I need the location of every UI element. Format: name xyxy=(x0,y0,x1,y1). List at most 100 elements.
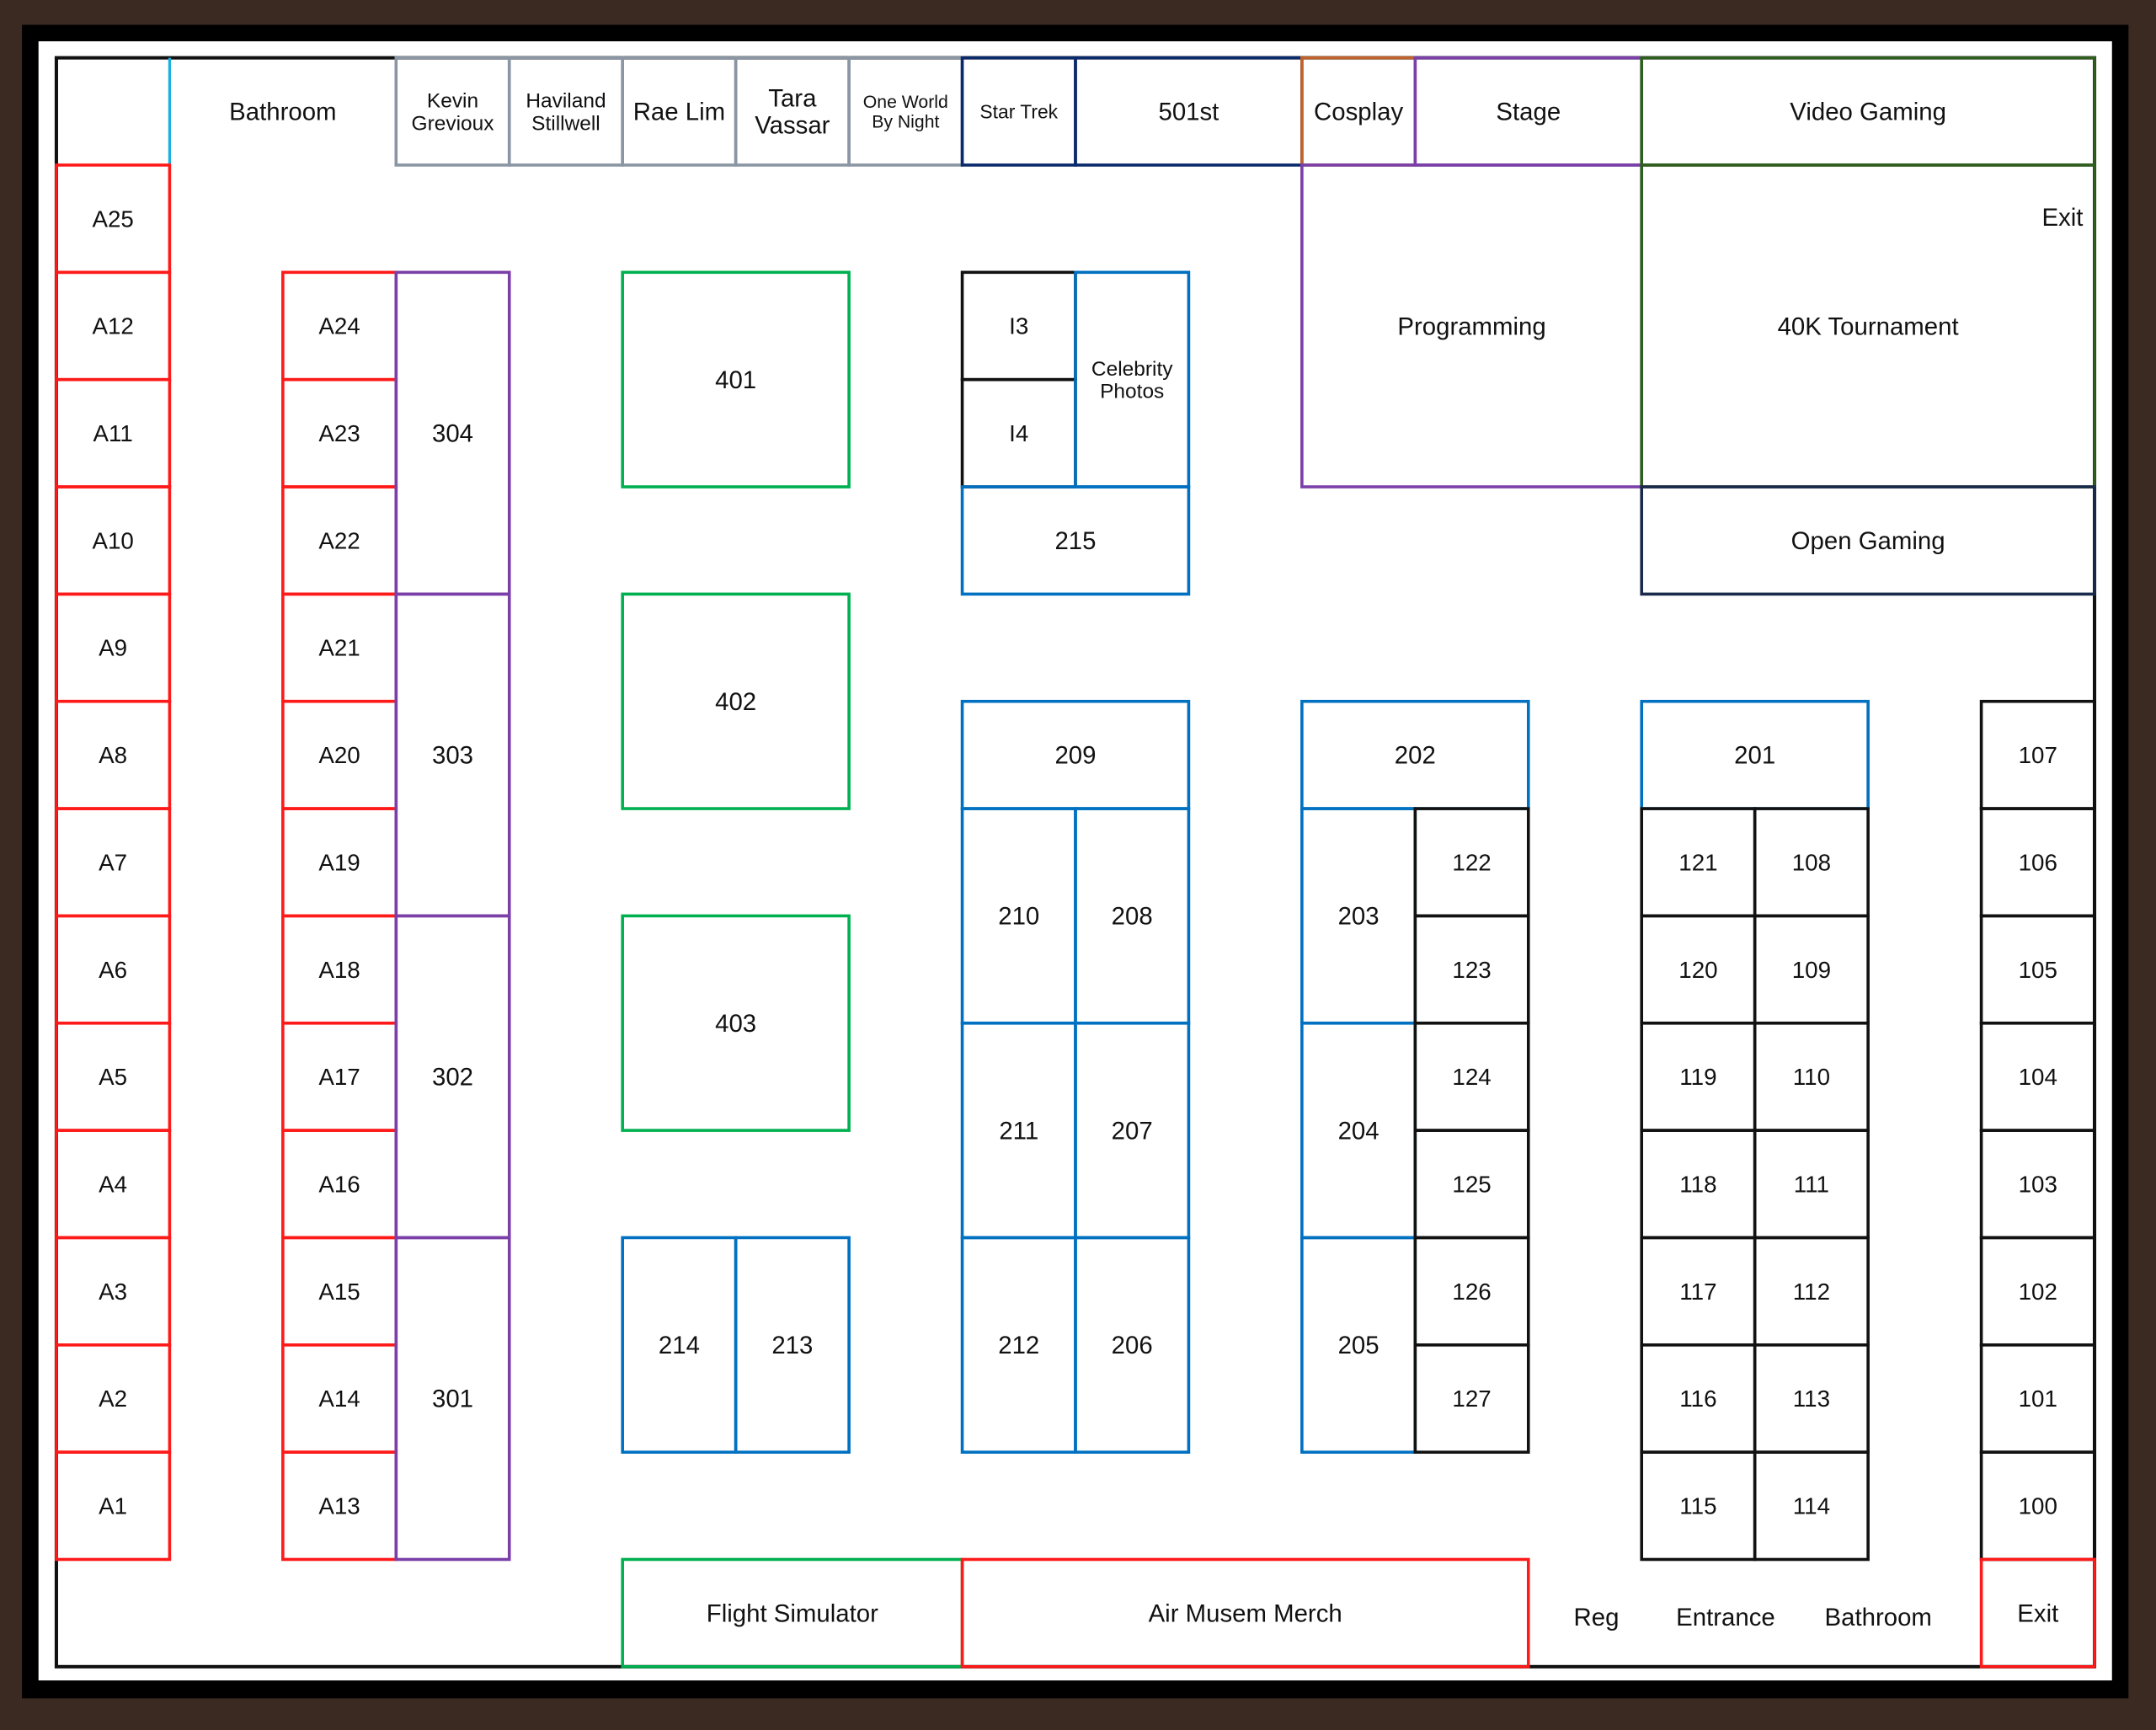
booth-127-label: 127 xyxy=(1452,1386,1491,1412)
area-bathroom-top[interactable]: Bathroom xyxy=(229,99,336,126)
booth-301[interactable]: 301 xyxy=(394,1236,511,1562)
exit-top-label: Exit xyxy=(2042,204,2084,232)
booth-a22-label: A22 xyxy=(318,527,360,553)
booth-202[interactable]: 202 xyxy=(1300,699,1530,810)
booth-a7-label: A7 xyxy=(99,849,127,875)
booth-206[interactable]: 206 xyxy=(1074,1236,1191,1454)
area-programming-label: Programming xyxy=(1397,312,1545,340)
booth-a16-label: A16 xyxy=(318,1171,360,1197)
booth-212-label: 212 xyxy=(998,1332,1039,1359)
booth-402-label: 402 xyxy=(715,688,756,716)
booth-a13[interactable]: A13 xyxy=(281,1450,398,1562)
area-air-museum-merch-outline xyxy=(960,1557,1530,1669)
booth-107-label: 107 xyxy=(2019,742,2057,768)
area-cosplay-label: Cosplay xyxy=(1314,99,1403,126)
booth-102-label: 102 xyxy=(2019,1279,2057,1305)
booth-215[interactable]: 215 xyxy=(960,485,1191,596)
booth-119-label: 119 xyxy=(1679,1064,1716,1090)
booth-a23[interactable]: A23 xyxy=(281,377,398,489)
booth-100-label: 100 xyxy=(2019,1493,2057,1519)
booth-401-outline xyxy=(621,270,851,489)
exit-bottom-label: Exit xyxy=(2017,1599,2058,1627)
area-video-gaming[interactable]: Video Gaming xyxy=(1640,56,2096,167)
booth-a9[interactable]: A9 xyxy=(55,592,172,703)
booth-501st[interactable]: 501st xyxy=(1074,56,1304,167)
area-open-gaming[interactable]: Open Gaming xyxy=(1640,485,2096,596)
booth-210-label: 210 xyxy=(998,903,1039,931)
booth-rae-lim[interactable]: Rae Lim xyxy=(621,56,738,167)
booth-108-label: 108 xyxy=(1792,849,1831,875)
booth-124[interactable]: 124 xyxy=(1413,1021,1530,1132)
booth-213-outline xyxy=(734,1236,851,1454)
booth-a6-label: A6 xyxy=(99,957,127,983)
booth-403[interactable]: 403 xyxy=(621,914,851,1132)
booth-110-label: 110 xyxy=(1793,1064,1830,1090)
booth-a8-label: A8 xyxy=(99,742,127,768)
area-celebrity-photos-label: Celebrity xyxy=(1091,358,1173,381)
area-video-gaming-label: Video Gaming xyxy=(1790,99,1946,126)
reg-label: Reg xyxy=(1574,1604,1620,1631)
booth-114[interactable]: 114 xyxy=(1753,1450,1870,1562)
area-air-museum-merch[interactable]: Air Musem Merch xyxy=(960,1557,1530,1669)
area-stage-label: Stage xyxy=(1496,99,1561,126)
area-air-museum-merch-label: Air Musem Merch xyxy=(1149,1599,1342,1627)
booth-104-label: 104 xyxy=(2019,1064,2057,1090)
booth-a25-label: A25 xyxy=(92,206,133,232)
booth-114-outline xyxy=(1753,1450,1870,1562)
booth-213[interactable]: 213 xyxy=(734,1236,851,1454)
booth-208-label: 208 xyxy=(1112,903,1153,931)
booth-105-label: 105 xyxy=(2019,957,2057,983)
area-flight-simulator-label: Flight Simulator xyxy=(707,1599,878,1627)
booth-402[interactable]: 402 xyxy=(621,592,851,810)
booth-tara-vassar-label: Vassar xyxy=(755,112,830,140)
booth-a17-label: A17 xyxy=(318,1064,360,1090)
booth-a15-label: A15 xyxy=(318,1279,360,1305)
area-bathroom-top-label: Bathroom xyxy=(229,99,336,126)
area-celebrity-photos-label: Photos xyxy=(1100,381,1164,403)
booth-a1-outline xyxy=(55,1450,172,1562)
booth-one-world-by-night-label: One World xyxy=(863,93,948,112)
booth-112[interactable]: 112 xyxy=(1753,1236,1870,1347)
booth-201-label: 201 xyxy=(1734,742,1775,770)
booth-403-label: 403 xyxy=(715,1010,756,1038)
booth-tara-vassar-label: Tara xyxy=(768,84,817,112)
booth-115-label: 115 xyxy=(1679,1493,1716,1519)
booth-209-label: 209 xyxy=(1054,742,1096,770)
booth-120-label: 120 xyxy=(1678,957,1717,983)
booth-303-label: 303 xyxy=(432,742,473,770)
booth-111-label: 111 xyxy=(1794,1171,1829,1197)
booth-i3-label: I3 xyxy=(1009,313,1028,339)
booth-117-label: 117 xyxy=(1679,1279,1716,1305)
booth-kevin-grevioux-label: Kevin xyxy=(427,89,478,112)
booth-116-label: 116 xyxy=(1679,1386,1716,1412)
booth-205-label: 205 xyxy=(1338,1332,1380,1359)
booth-207-label: 207 xyxy=(1112,1117,1153,1145)
booth-214-label: 214 xyxy=(659,1332,700,1359)
booth-501st-label: 501st xyxy=(1158,99,1219,126)
exit-bottom[interactable]: Exit xyxy=(1979,1557,2096,1669)
booth-215-label: 215 xyxy=(1054,527,1096,555)
booth-215-outline xyxy=(960,485,1191,596)
booth-i4-label: I4 xyxy=(1009,420,1028,446)
entrance-label: Entrance xyxy=(1676,1604,1775,1631)
area-40k-tournament-label: 40K Tournament xyxy=(1778,312,1959,340)
booth-haviland-stillwell-label: Haviland xyxy=(526,89,606,112)
booth-126[interactable]: 126 xyxy=(1413,1236,1530,1347)
booth-304-label: 304 xyxy=(432,420,473,448)
booth-a18-label: A18 xyxy=(318,957,360,983)
booth-127[interactable]: 127 xyxy=(1413,1343,1530,1454)
booth-a12-label: A12 xyxy=(92,313,133,339)
booth-109-label: 109 xyxy=(1792,957,1831,983)
booth-401[interactable]: 401 xyxy=(621,270,851,489)
booth-a1[interactable]: A1 xyxy=(55,1450,172,1562)
area-programming[interactable]: Programming xyxy=(1300,163,1644,489)
booth-113-label: 113 xyxy=(1793,1386,1830,1412)
booth-a4-label: A4 xyxy=(99,1171,127,1197)
booth-123-label: 123 xyxy=(1452,957,1491,983)
booth-a6[interactable]: A6 xyxy=(55,914,172,1025)
booth-101-label: 101 xyxy=(2019,1386,2057,1412)
booth-213-label: 213 xyxy=(771,1332,813,1359)
